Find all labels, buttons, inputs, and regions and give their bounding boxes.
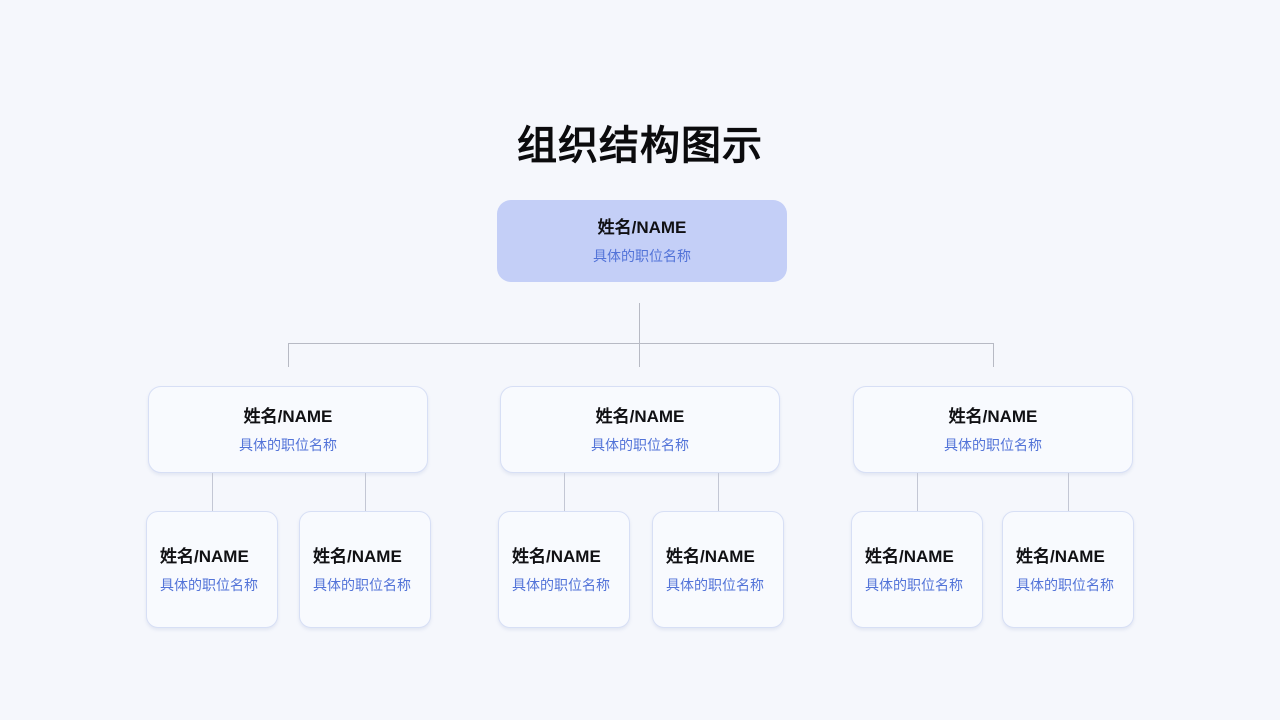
node-role: 具体的职位名称 — [313, 576, 411, 593]
connector-root-stem — [639, 303, 640, 367]
org-node-manager-3: 姓名/NAME 具体的职位名称 — [853, 386, 1133, 473]
connector-drop-right — [993, 343, 994, 367]
node-name: 姓名/NAME — [512, 546, 601, 566]
node-name: 姓名/NAME — [1016, 546, 1105, 566]
org-node-root: 姓名/NAME 具体的职位名称 — [497, 200, 787, 282]
org-node-staff-3: 姓名/NAME 具体的职位名称 — [498, 511, 630, 628]
org-node-staff-1: 姓名/NAME 具体的职位名称 — [146, 511, 278, 628]
connector-child-stem-4 — [718, 473, 719, 511]
node-name: 姓名/NAME — [666, 546, 755, 566]
node-role: 具体的职位名称 — [160, 576, 258, 593]
node-role: 具体的职位名称 — [1016, 576, 1114, 593]
node-role: 具体的职位名称 — [593, 248, 691, 264]
connector-child-stem-3 — [564, 473, 565, 511]
connector-child-stem-6 — [1068, 473, 1069, 511]
page-title: 组织结构图示 — [517, 124, 763, 168]
node-name: 姓名/NAME — [595, 406, 685, 426]
org-node-manager-1: 姓名/NAME 具体的职位名称 — [148, 386, 428, 473]
connector-child-stem-1 — [212, 473, 213, 511]
node-name: 姓名/NAME — [865, 546, 954, 566]
org-node-staff-2: 姓名/NAME 具体的职位名称 — [299, 511, 431, 628]
connector-drop-left — [288, 343, 289, 367]
node-name: 姓名/NAME — [243, 406, 333, 426]
org-node-staff-4: 姓名/NAME 具体的职位名称 — [652, 511, 784, 628]
connector-child-stem-2 — [365, 473, 366, 511]
org-node-staff-6: 姓名/NAME 具体的职位名称 — [1002, 511, 1134, 628]
node-role: 具体的职位名称 — [865, 576, 963, 593]
node-name: 姓名/NAME — [948, 406, 1038, 426]
node-role: 具体的职位名称 — [239, 436, 337, 453]
node-name: 姓名/NAME — [313, 546, 402, 566]
org-node-staff-5: 姓名/NAME 具体的职位名称 — [851, 511, 983, 628]
node-role: 具体的职位名称 — [512, 576, 610, 593]
node-role: 具体的职位名称 — [666, 576, 764, 593]
connector-horizontal-rail — [288, 343, 993, 344]
node-name: 姓名/NAME — [597, 218, 687, 237]
node-name: 姓名/NAME — [160, 546, 249, 566]
node-role: 具体的职位名称 — [944, 436, 1042, 453]
org-node-manager-2: 姓名/NAME 具体的职位名称 — [500, 386, 780, 473]
node-role: 具体的职位名称 — [591, 436, 689, 453]
connector-child-stem-5 — [917, 473, 918, 511]
